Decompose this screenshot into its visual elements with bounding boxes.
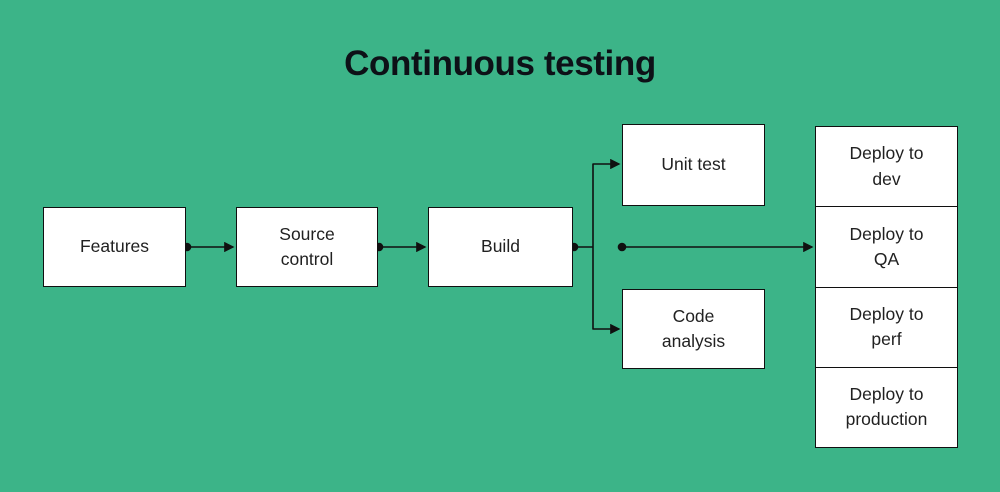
node-deploy-perf: Deploy to perf xyxy=(816,286,957,367)
node-source-control: Source control xyxy=(236,207,378,287)
node-deploy-production-label: Deploy to production xyxy=(845,384,928,430)
node-features-label: Features xyxy=(79,236,150,257)
node-source-control-label: Source control xyxy=(279,223,335,269)
node-deploy-qa: Deploy to QA xyxy=(816,206,957,286)
edge-build-to-unit-test xyxy=(592,158,621,247)
node-code-analysis: Code analysis xyxy=(622,289,765,369)
deploy-stack: Deploy to dev Deploy to QA Deploy to per… xyxy=(815,126,958,448)
node-deploy-dev: Deploy to dev xyxy=(816,127,957,206)
node-deploy-perf-label: Deploy to perf xyxy=(849,303,924,350)
edge-dot-deploy xyxy=(617,242,627,252)
node-code-analysis-label: Code analysis xyxy=(661,305,726,351)
diagram-title: Continuous testing xyxy=(344,44,656,83)
node-unit-test: Unit test xyxy=(622,124,765,206)
edge-build-to-code-analysis xyxy=(592,247,621,335)
node-deploy-qa-label: Deploy to QA xyxy=(849,223,924,269)
node-unit-test-label: Unit test xyxy=(661,154,726,175)
node-build-label: Build xyxy=(481,236,520,257)
node-deploy-dev-label: Deploy to dev xyxy=(849,143,924,189)
node-features: Features xyxy=(43,207,186,287)
node-build: Build xyxy=(428,207,573,287)
node-deploy-production: Deploy to production xyxy=(816,366,957,447)
